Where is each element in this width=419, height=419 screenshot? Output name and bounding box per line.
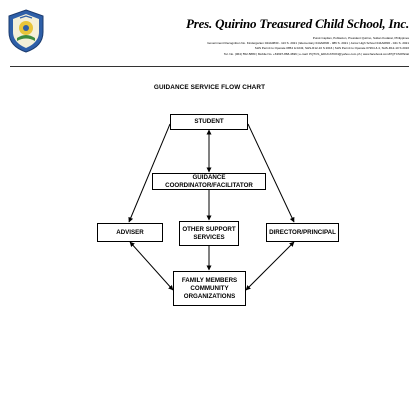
arrow-director-family [245, 241, 295, 291]
node-guidance-coordinator: GUIDANCE COORDINATOR/FACILITATOR [152, 173, 266, 190]
arrow-student-director [247, 123, 295, 223]
arrow-adviser-family [129, 241, 174, 291]
node-coordinator-label: GUIDANCE COORDINATOR/FACILITATOR [165, 173, 253, 189]
node-adviser-label: ADVISER [116, 228, 144, 236]
school-logo-icon [8, 9, 44, 53]
flowchart-title: GUIDANCE SERVICE FLOW CHART [153, 84, 266, 91]
school-contact: Tel. No. (064) 552-5880 | Mobile No. +63… [223, 51, 409, 56]
node-director-label: DIRECTOR/PRINCIPAL [269, 228, 336, 236]
node-student: STUDENT [170, 114, 248, 130]
node-adviser: ADVISER [97, 223, 163, 242]
arrow-student-adviser [128, 123, 171, 223]
node-student-label: STUDENT [194, 118, 224, 125]
node-director-principal: DIRECTOR/PRINCIPAL [266, 223, 339, 242]
node-family-label-3: ORGANIZATIONS [183, 292, 236, 300]
school-permit: SHS Permit to Operate 0854 & 0243, SHS-R… [254, 46, 409, 51]
node-support-label-1: OTHER SUPPORT [182, 225, 236, 233]
school-recognition: Government Recognition No. Kindergarten … [207, 41, 409, 46]
school-address: Purok Capilan, Poblacion, President Quir… [312, 36, 409, 40]
node-family-label-2: COMMUNITY [190, 284, 229, 292]
node-family-label-1: FAMILY MEMBERS [181, 276, 238, 284]
school-name: Pres. Quirino Treasured Child School, In… [186, 16, 409, 31]
node-support-label-2: SERVICES [193, 233, 225, 241]
node-other-support-services: OTHER SUPPORT SERVICES [179, 221, 239, 246]
header-divider [10, 66, 409, 67]
school-contact-block: Purok Capilan, Poblacion, President Quir… [207, 36, 409, 57]
node-family-community-organizations: FAMILY MEMBERS COMMUNITY ORGANIZATIONS [173, 271, 246, 306]
